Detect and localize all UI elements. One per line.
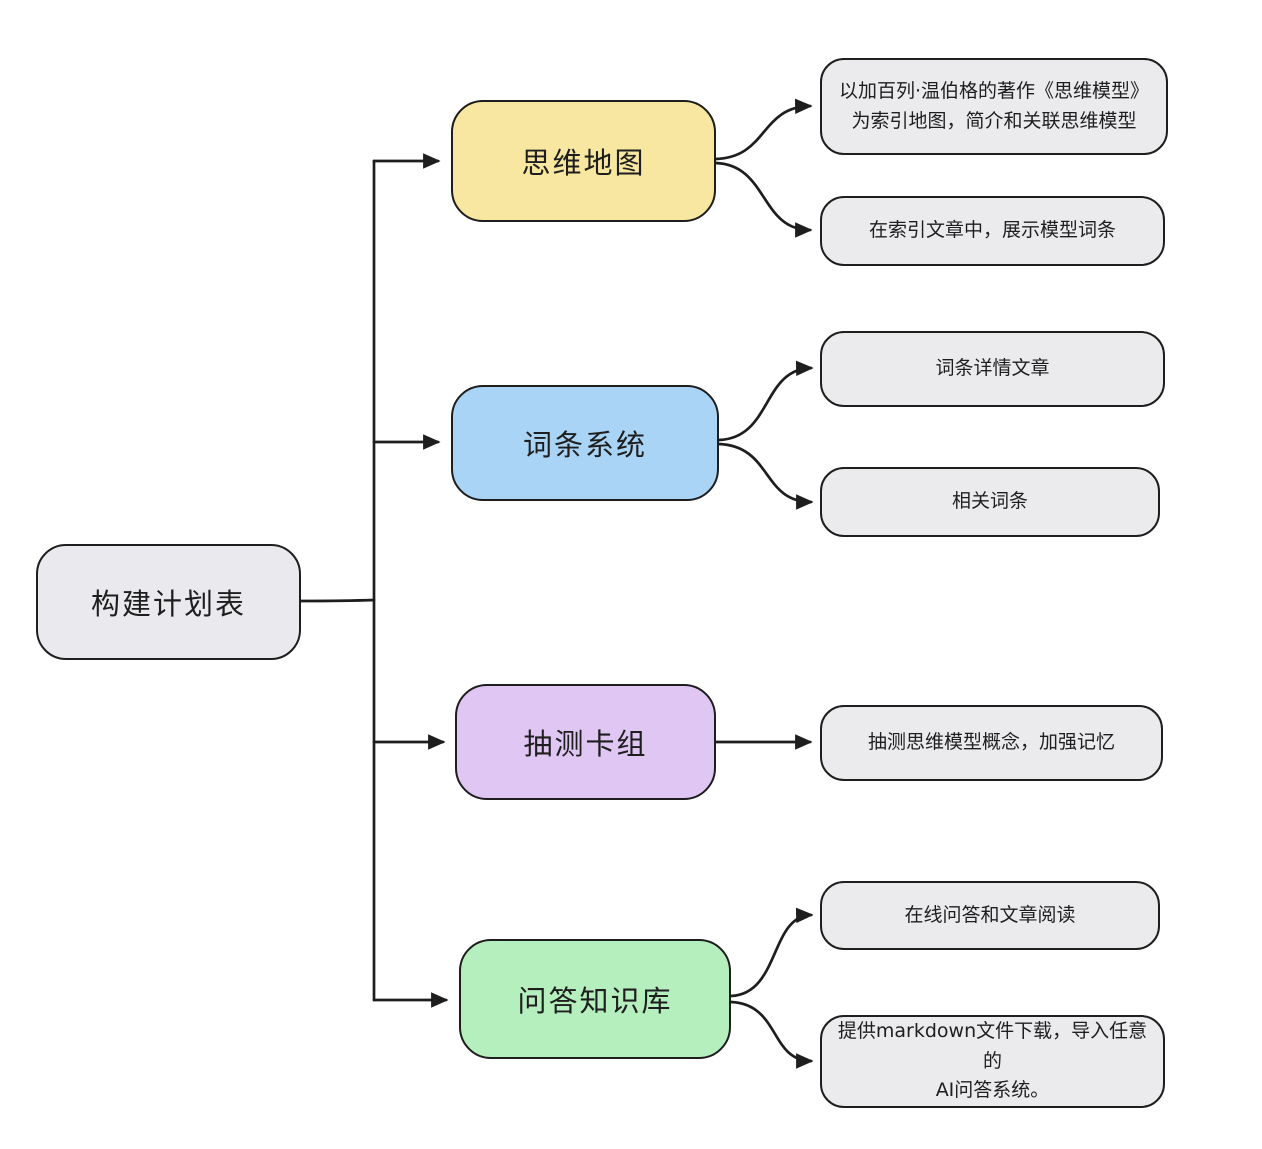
root-node-label: 构建计划表: [90, 587, 246, 621]
leaf-entry-detail: 词条详情文章: [820, 331, 1165, 407]
branch-entry-system-label: 词条系统: [522, 428, 647, 462]
arrow-qa-leaf1: [729, 907, 814, 998]
leaf-index-map: 以加百列·温伯格的著作《思维模型》 为索引地图，简介和关联思维模型: [820, 58, 1168, 155]
arrow-qa-leaf2: [729, 1000, 814, 1069]
leaf-quiz-memory-text: 抽测思维模型概念，加强记忆: [867, 731, 1115, 754]
leaf-quiz-memory: 抽测思维模型概念，加强记忆: [820, 705, 1163, 781]
arrow-root-trunk: [299, 598, 376, 603]
branch-mind-map: 思维地图: [451, 100, 716, 222]
arrow-mindmap-leaf1: [714, 98, 813, 161]
branch-entry-system: 词条系统: [451, 385, 719, 501]
arrow-mindmap-leaf2: [714, 161, 813, 238]
leaf-markdown-download: 提供markdown文件下载，导入任意的 AI问答系统。: [820, 1015, 1165, 1108]
arrow-entry-leaf1: [717, 360, 814, 442]
arrow-entry-leaf2: [717, 442, 814, 510]
leaf-related-entries: 相关词条: [820, 467, 1160, 537]
root-node: 构建计划表: [36, 544, 301, 660]
branch-qa-knowledge-base: 问答知识库: [459, 939, 731, 1059]
branch-qa-knowledge-base-label: 问答知识库: [517, 984, 673, 1018]
leaf-online-qa-text: 在线问答和文章阅读: [904, 903, 1076, 926]
leaf-index-map-text: 以加百列·温伯格的著作《思维模型》 为索引地图，简介和关联思维模型: [838, 80, 1150, 132]
leaf-show-entries: 在索引文章中，展示模型词条: [820, 196, 1165, 266]
branch-quiz-deck-label: 抽测卡组: [523, 727, 648, 761]
leaf-markdown-download-text: 提供markdown文件下载，导入任意的 AI问答系统。: [837, 1020, 1148, 1102]
leaf-online-qa: 在线问答和文章阅读: [820, 881, 1160, 950]
leaf-related-entries-text: 相关词条: [951, 490, 1028, 513]
branch-quiz-deck: 抽测卡组: [455, 684, 716, 800]
branch-mind-map-label: 思维地图: [521, 146, 646, 180]
leaf-show-entries-text: 在索引文章中，展示模型词条: [868, 219, 1116, 242]
leaf-entry-detail-text: 词条详情文章: [935, 357, 1050, 380]
